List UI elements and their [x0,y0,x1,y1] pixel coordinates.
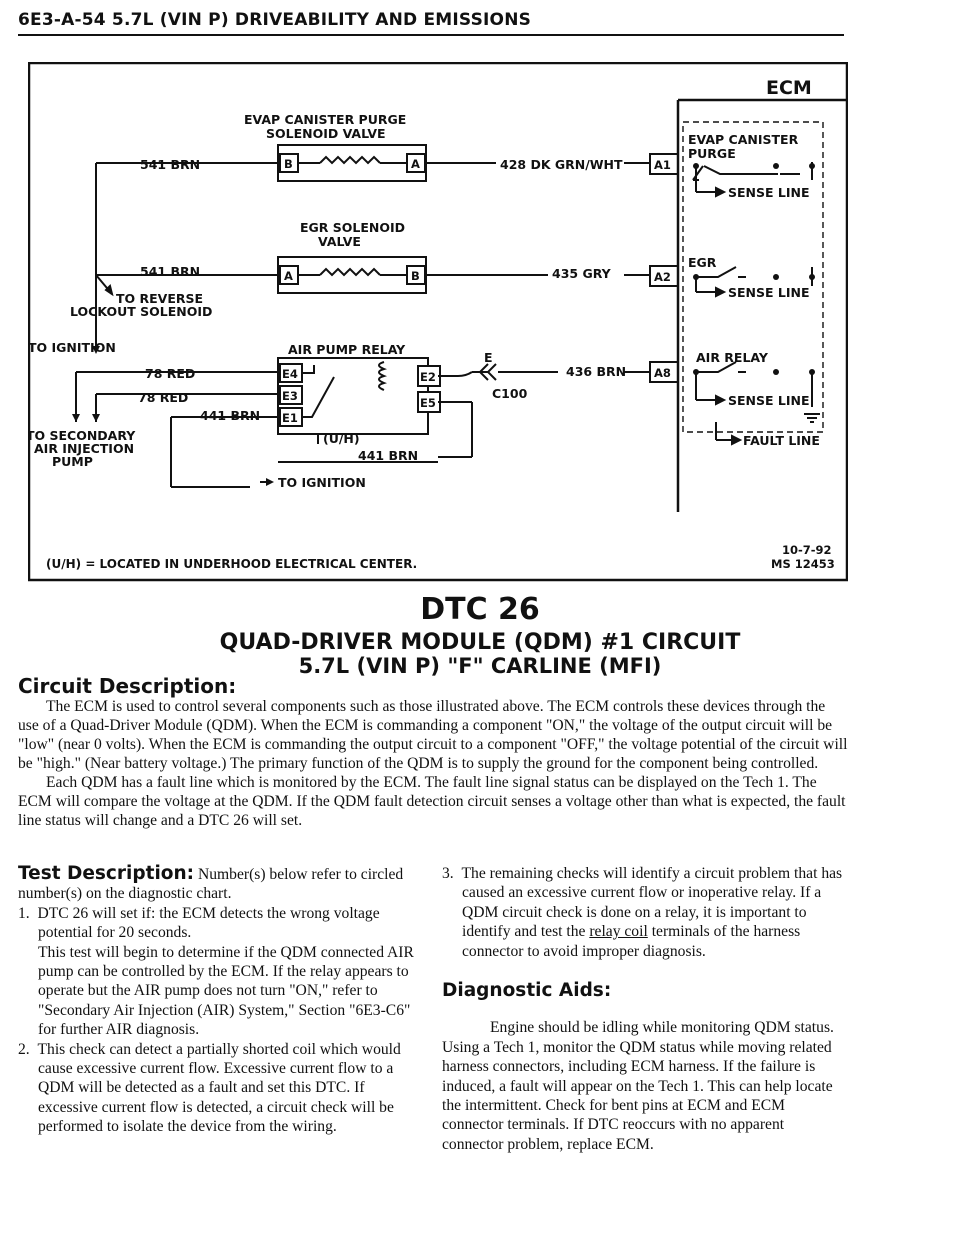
pin-b2: B [411,269,420,283]
wire-436: 436 BRN [566,364,626,379]
egr-valve-label-2: VALVE [318,234,361,249]
wiring-diagram: ECM EVAP CANISTER PURGE SOLENOID VALVE E… [28,62,848,582]
test-item-1b: This test will begin to determine if the… [38,943,414,1039]
pin-e4: E4 [282,367,298,381]
ecm-evap-2: PURGE [688,146,736,161]
ecm-label: ECM [766,77,812,99]
evap-valve-label-2: SOLENOID VALVE [266,126,386,141]
test-item-2: This check can detect a partially shorte… [37,1040,401,1136]
relay-coil-text: relay coil [589,923,648,941]
to-secondary-1: TO SECONDARY [28,428,136,443]
test-intro: Number(s) below refer to circled number(… [18,866,404,903]
to-ignition: TO IGNITION [28,340,116,355]
pin-e3: E3 [282,389,298,403]
dtc-title: DTC 26 [420,592,540,627]
sense-line-3: SENSE LINE [728,393,810,408]
c100-label: C100 [492,386,528,401]
wire-428: 428 DK GRN/WHT [500,157,623,172]
pin-e5: E5 [420,396,436,410]
wire-78-a: 78 RED [145,366,195,381]
ecm-pin-a2: A2 [654,270,671,284]
test-item-3b: terminals of the harness connector to av… [462,923,801,960]
pin-e2: E2 [420,370,436,384]
circuit-heading: Circuit Description: [18,674,237,698]
wire-78-b: 78 RED [138,390,188,405]
footnote: (U/H) = LOCATED IN UNDERHOOD ELECTRICAL … [46,557,417,571]
to-secondary-2: AIR INJECTION [34,441,134,456]
ecm-pin-a1: A1 [654,158,671,172]
circuit-paragraph-2: Each QDM has a fault line which is monit… [18,774,846,829]
aids-body: Engine should be idling while monitoring… [442,1019,834,1153]
ecm-pin-a8: A8 [654,366,671,380]
wire-435: 435 GRY [552,266,612,281]
header-rule [18,34,844,36]
fault-line: FAULT LINE [743,433,820,448]
page-header: 6E3-A-54 5.7L (VIN P) DRIVEABILITY AND E… [18,10,532,30]
egr-valve-label-1: EGR SOLENOID [300,220,405,235]
right-column: 3. The remaining checks will identify a … [442,864,844,1154]
to-secondary-3: PUMP [52,454,93,469]
test-item-3a: The remaining checks will identify a cir… [461,865,843,941]
circuit-paragraph-1: The ECM is used to control several compo… [18,698,848,772]
sense-line-1: SENSE LINE [728,185,810,200]
ecm-evap-1: EVAP CANISTER [688,132,799,147]
pin-a2: A [284,269,293,283]
test-description: Test Description: Number(s) below refer … [18,864,422,1137]
uh-label: (U/H) [323,431,360,446]
ecm-egr: EGR [688,255,717,270]
wire-541-2: 541 BRN [140,264,200,279]
to-reverse-1: TO REVERSE [116,291,203,306]
item-number-2: 2. [18,1040,30,1058]
diagram-ms: MS 12453 [771,557,835,571]
item-number-1: 1. [18,904,30,922]
test-item-1: DTC 26 will set if: the ECM detects the … [37,904,380,942]
ecm-air-relay: AIR RELAY [696,350,769,365]
test-heading: Test Description: [18,863,195,884]
wire-541-1: 541 BRN [140,157,200,172]
circuit-description: The ECM is used to control several compo… [18,697,848,830]
pin-e1: E1 [282,411,298,425]
air-relay-label: AIR PUMP RELAY [288,342,406,357]
to-ignition-2: TO IGNITION [278,475,366,490]
title-line-1: QUAD-DRIVER MODULE (QDM) #1 CIRCUIT [219,630,741,655]
pin-a1: A [411,157,420,171]
to-reverse-2: LOCKOUT SOLENOID [70,304,212,319]
evap-valve-label-1: EVAP CANISTER PURGE [244,112,406,127]
pin-b1: B [284,157,293,171]
sense-line-2: SENSE LINE [728,285,810,300]
e-label: E [484,350,493,365]
aids-heading: Diagnostic Aids: [442,980,612,1002]
item-number-3: 3. [442,865,454,882]
title-line-2: 5.7L (VIN P) "F" CARLINE (MFI) [298,654,662,678]
wire-441-a: 441 BRN [200,408,260,423]
wire-441-b: 441 BRN [358,448,418,463]
diagram-date: 10-7-92 [782,543,832,557]
